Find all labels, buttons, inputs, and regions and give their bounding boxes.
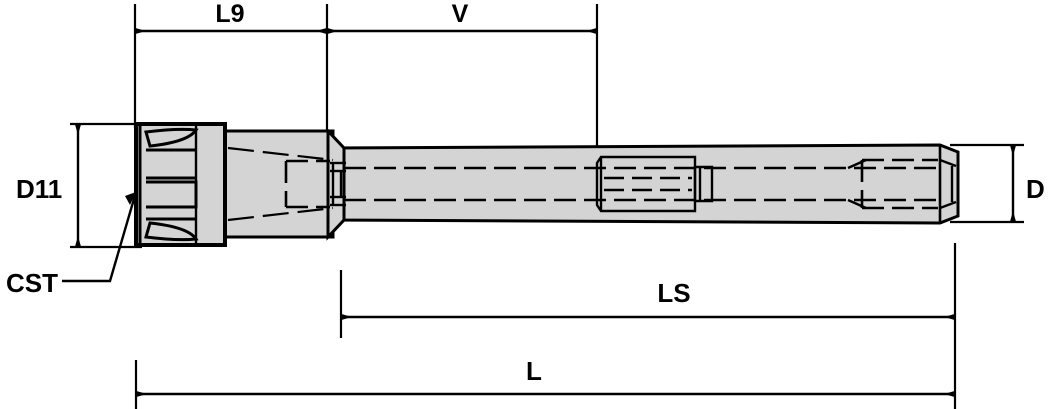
right-end-chamfer-lines [939,158,957,210]
dimension-ls: LS [340,278,956,321]
dim-label-l: L [526,356,542,386]
cst-leader-arrow [125,192,136,205]
chuck-body-shoulder [326,127,346,241]
dim-label-v: V [452,0,469,28]
cst-leader-line [62,191,138,283]
hidden-counterbore-right [860,158,938,210]
chamfer-hidden-top [939,158,957,168]
d11-extension-lines [70,122,142,249]
dim-label-d: D [1026,174,1045,204]
dimension-v: V [326,0,598,35]
dim-label-ls: LS [657,278,690,308]
hidden-bore-shank [344,166,940,202]
screw-head [693,165,714,203]
dimension-l: L [135,356,956,398]
counterbore-lead-lines [847,158,867,210]
callout-cst: CST [6,191,138,298]
taper-line-lower [227,206,334,222]
hidden-bore-body [284,159,330,209]
dimension-d11: D11 [16,123,82,248]
dim-label-d11: D11 [16,174,62,204]
counterbore-lead-bottom [847,198,867,210]
taper-line-upper [227,146,334,162]
dimension-l9: L9 [134,0,328,35]
collet-slot-middle [146,180,198,209]
dim-label-l9: L9 [215,0,244,28]
callout-label-cst: CST [6,268,58,298]
internal-taper-lines [227,146,334,222]
bore-step-lines [330,161,346,207]
chuck-body-outline [223,129,335,239]
chamfer-hidden-bottom [939,200,957,210]
chuck-body [223,127,346,241]
collet-nut [134,122,227,247]
hidden-internal-screw [595,155,714,213]
dimension-d: D [1009,144,1045,223]
counterbore-lead-top [847,158,867,170]
